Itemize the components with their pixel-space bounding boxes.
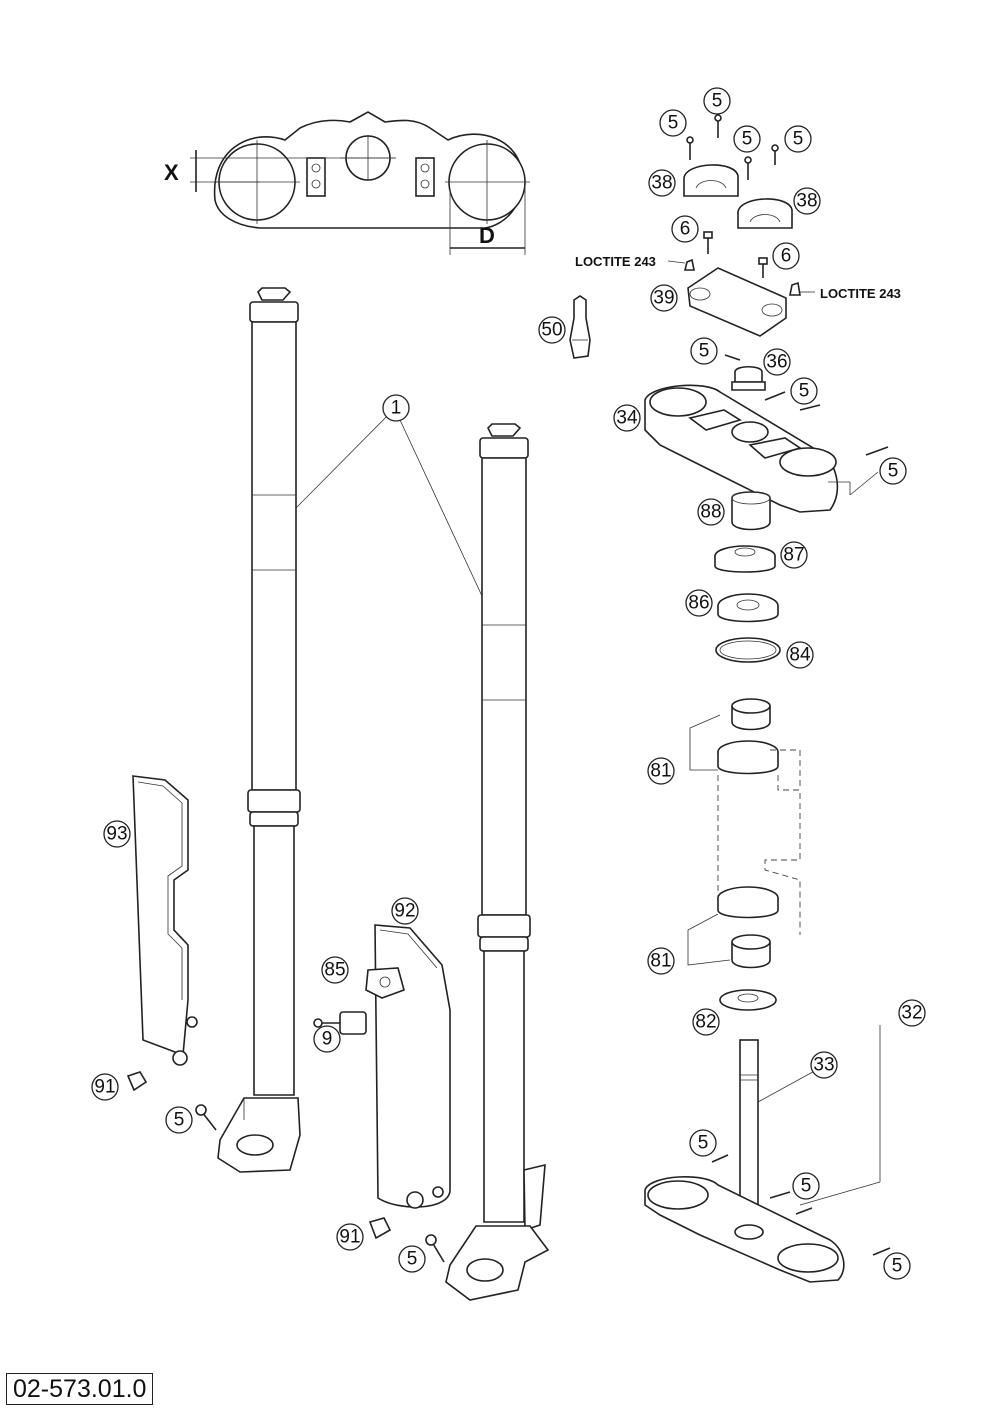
- callout: 81: [647, 757, 675, 785]
- callout: 91: [336, 1223, 364, 1251]
- svg-text:38: 38: [651, 173, 672, 194]
- svg-text:91: 91: [339, 1227, 360, 1248]
- callout: 91: [91, 1073, 119, 1101]
- svg-text:1: 1: [391, 398, 402, 419]
- callout: 5: [659, 109, 687, 137]
- callout: 38: [648, 169, 676, 197]
- callout: 5: [690, 337, 718, 365]
- svg-text:84: 84: [789, 645, 811, 666]
- svg-text:39: 39: [653, 288, 674, 309]
- grease-tube: [569, 295, 591, 359]
- svg-text:86: 86: [688, 593, 709, 614]
- callout: 34: [613, 404, 641, 432]
- handlebar-clamp-lower: [667, 231, 815, 337]
- svg-text:5: 5: [698, 1133, 709, 1154]
- svg-text:38: 38: [796, 191, 817, 212]
- callout: 84: [786, 641, 814, 669]
- svg-text:92: 92: [394, 901, 415, 922]
- svg-text:5: 5: [888, 461, 899, 482]
- callout: 5: [689, 1129, 717, 1157]
- svg-text:36: 36: [766, 352, 787, 373]
- handlebar-clamp-upper: [683, 114, 793, 229]
- svg-text:91: 91: [94, 1077, 115, 1098]
- svg-text:93: 93: [106, 824, 127, 845]
- svg-text:6: 6: [781, 246, 792, 267]
- callout: 87: [780, 541, 808, 569]
- loctite-label-left: LOCTITE 243: [575, 254, 656, 269]
- callout: 32: [898, 999, 926, 1027]
- callout: 85: [321, 956, 349, 984]
- svg-text:33: 33: [813, 1055, 834, 1076]
- callout: 38: [793, 187, 821, 215]
- svg-text:32: 32: [901, 1003, 922, 1024]
- callout: 86: [685, 589, 713, 617]
- callout: 5: [703, 87, 731, 115]
- dust-seal: [719, 989, 777, 1011]
- loctite-label-right: LOCTITE 243: [820, 286, 901, 301]
- callout: 50: [538, 316, 566, 344]
- steering-stack-parts: [714, 491, 781, 663]
- callout: 5: [733, 125, 761, 153]
- svg-text:5: 5: [892, 1256, 903, 1277]
- callout: 5: [883, 1252, 911, 1280]
- callout: 5: [784, 125, 812, 153]
- lower-triple-clamp: [644, 1025, 891, 1283]
- svg-text:5: 5: [801, 1176, 812, 1197]
- callout: 92: [391, 897, 419, 925]
- svg-text:5: 5: [712, 91, 723, 112]
- callout: 6: [772, 242, 800, 270]
- svg-text:5: 5: [699, 341, 710, 362]
- callout: 5: [792, 1172, 820, 1200]
- svg-text:81: 81: [650, 951, 671, 972]
- steering-bearings: [687, 698, 801, 969]
- callout: 33: [810, 1051, 838, 1079]
- svg-text:82: 82: [695, 1012, 716, 1033]
- callout: 1: [382, 394, 410, 422]
- svg-text:85: 85: [324, 960, 345, 981]
- brake-line-clamp: [313, 967, 405, 1035]
- callout: 5: [398, 1245, 426, 1273]
- svg-text:5: 5: [668, 113, 679, 134]
- svg-text:5: 5: [793, 129, 804, 150]
- left-fork-leg: [217, 287, 301, 1173]
- dimension-x-label: X: [164, 160, 179, 185]
- svg-text:50: 50: [541, 320, 562, 341]
- callout: 5: [165, 1106, 193, 1134]
- callout: 9: [313, 1025, 341, 1053]
- callout: 93: [103, 820, 131, 848]
- svg-text:34: 34: [616, 408, 638, 429]
- callout: 36: [763, 348, 791, 376]
- callout: 81: [647, 947, 675, 975]
- svg-text:5: 5: [742, 129, 753, 150]
- callout: 5: [790, 377, 818, 405]
- svg-text:5: 5: [407, 1249, 418, 1270]
- right-fork-leg: [445, 423, 550, 1301]
- callout: 39: [650, 284, 678, 312]
- svg-text:81: 81: [650, 761, 671, 782]
- svg-text:5: 5: [799, 381, 810, 402]
- svg-text:6: 6: [680, 219, 691, 240]
- svg-text:87: 87: [783, 545, 804, 566]
- drawing-number: 02-573.01.0: [6, 1373, 154, 1405]
- callout: 82: [692, 1008, 720, 1036]
- dimension-d-label: D: [479, 223, 495, 248]
- svg-text:88: 88: [700, 502, 721, 523]
- triple-clamp-dimension-view: X D: [164, 111, 530, 255]
- lower-bolts: [126, 1071, 445, 1263]
- svg-text:9: 9: [322, 1029, 333, 1050]
- left-fork-guard: [132, 775, 198, 1066]
- callout: 88: [697, 498, 725, 526]
- callout: 5: [879, 457, 907, 485]
- svg-text:5: 5: [174, 1110, 185, 1131]
- upper-triple-clamp: [644, 354, 889, 513]
- right-fork-guard: [374, 924, 451, 1209]
- callout-leaders: [828, 471, 879, 496]
- callout: 6: [671, 215, 699, 243]
